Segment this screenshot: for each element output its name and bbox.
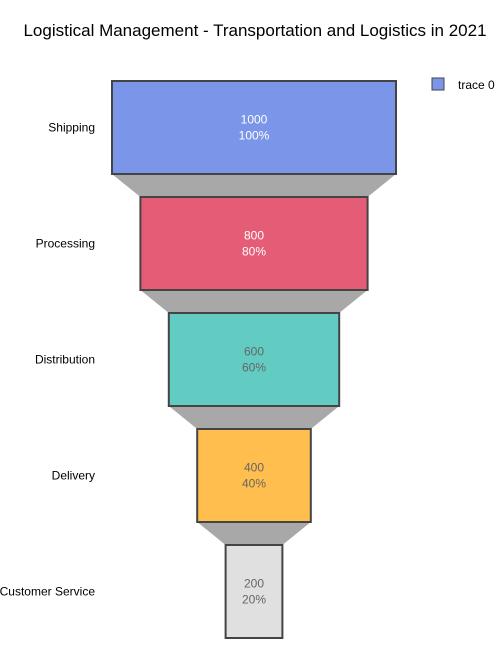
funnel-bars: 1000 100% 800 80% 600 60% 400 40% 200 20% bbox=[111, 80, 397, 639]
funnel-bar-distribution[interactable] bbox=[167, 312, 341, 407]
funnel-connector bbox=[140, 290, 368, 313]
category-label: Processing bbox=[36, 237, 95, 251]
category-labels: ShippingProcessingDistributionDeliveryCu… bbox=[0, 121, 95, 599]
value-label: 800 bbox=[244, 229, 264, 243]
funnel-connector bbox=[168, 406, 340, 429]
percent-label: 60% bbox=[242, 361, 266, 375]
legend-label[interactable]: trace 0 bbox=[458, 78, 495, 92]
funnel-connector bbox=[197, 522, 311, 545]
value-label: 200 bbox=[244, 577, 264, 591]
category-label: Customer Service bbox=[0, 585, 95, 599]
funnel-bar-processing[interactable] bbox=[139, 196, 369, 291]
value-label: 600 bbox=[244, 345, 264, 359]
percent-label: 80% bbox=[242, 245, 266, 259]
value-label: 1000 bbox=[241, 113, 268, 127]
legend[interactable]: trace 0 bbox=[431, 77, 495, 92]
funnel-connectors bbox=[112, 174, 396, 545]
category-label: Delivery bbox=[52, 469, 95, 483]
chart-title: Logistical Management - Transportation a… bbox=[23, 21, 486, 40]
funnel-bar-shipping[interactable] bbox=[111, 80, 397, 175]
category-label: Distribution bbox=[35, 353, 95, 367]
funnel-connector bbox=[112, 174, 396, 197]
category-label: Shipping bbox=[48, 121, 95, 135]
legend-swatch[interactable] bbox=[431, 77, 445, 91]
value-label: 400 bbox=[244, 461, 264, 475]
percent-label: 20% bbox=[242, 593, 266, 607]
funnel-bar-delivery[interactable] bbox=[196, 428, 312, 523]
funnel-bar-customer-service[interactable] bbox=[224, 544, 284, 639]
percent-label: 100% bbox=[239, 129, 270, 143]
percent-label: 40% bbox=[242, 477, 266, 491]
